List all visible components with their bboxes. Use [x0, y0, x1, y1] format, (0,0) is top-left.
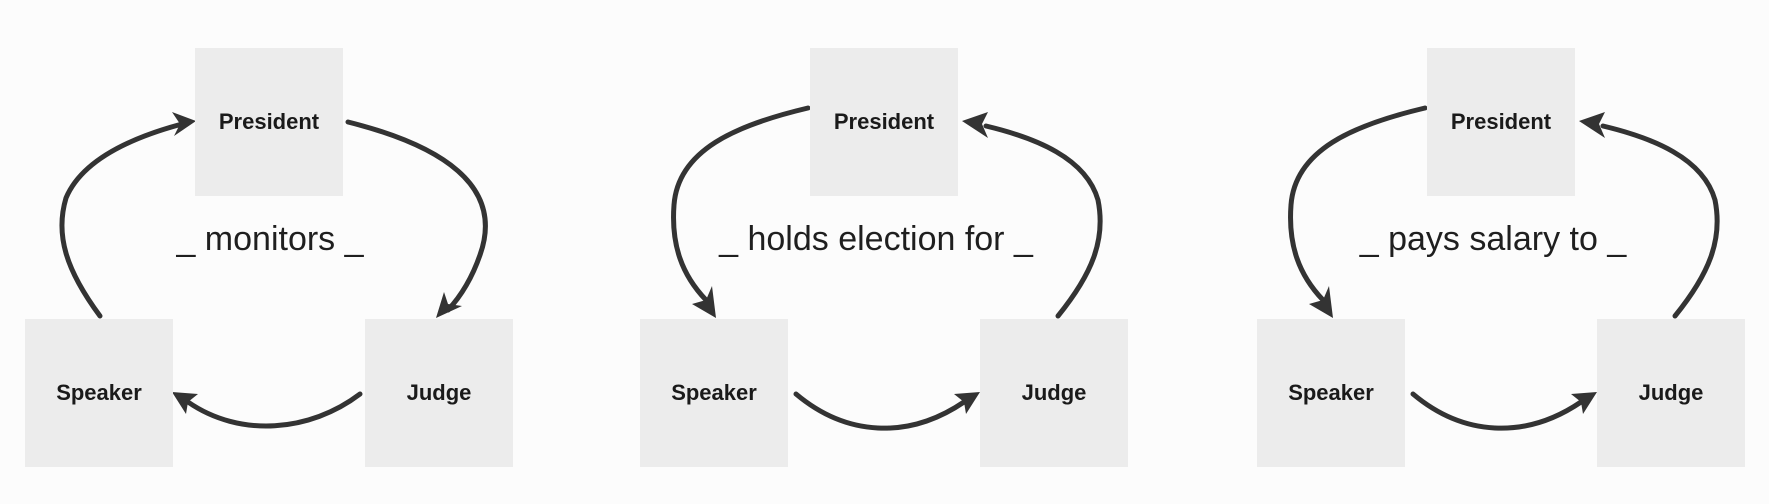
edge-judge-to-speaker	[185, 391, 363, 429]
node-president: President	[195, 48, 343, 196]
arrowhead-icon	[962, 112, 988, 138]
node-speaker: Speaker	[640, 319, 788, 467]
relation-label: _ monitors _	[176, 220, 364, 258]
arrowhead-icon	[1309, 286, 1333, 318]
node-speaker: Speaker	[1257, 319, 1405, 467]
diagram-arrows	[1288, 105, 1720, 431]
node-president: President	[1427, 48, 1575, 196]
arrowhead-icon	[436, 292, 462, 318]
arrowhead-icon	[172, 392, 198, 414]
arrowhead-icon	[954, 392, 980, 414]
edge-speaker-to-president	[59, 121, 185, 319]
arrowhead-icon	[692, 286, 716, 318]
arrowhead-icon	[1579, 112, 1605, 138]
relation-label: _ pays salary to _	[1359, 220, 1627, 258]
edge-judge-to-president	[1600, 123, 1720, 319]
relation-label: _ holds election for _	[719, 220, 1033, 258]
diagram-holds-election: President Speaker Judge _ holds election…	[616, 0, 1136, 504]
node-judge: Judge	[980, 319, 1128, 467]
diagram-monitors: President Speaker Judge _ monitors _	[0, 0, 520, 504]
arrowhead-icon	[1571, 392, 1597, 414]
edge-president-to-speaker	[1288, 105, 1428, 303]
edge-judge-to-president	[983, 123, 1103, 319]
edge-speaker-to-judge	[1410, 391, 1584, 431]
edge-speaker-to-judge	[793, 391, 967, 431]
arrowhead-icon	[172, 112, 196, 136]
node-judge: Judge	[1597, 319, 1745, 467]
node-judge: Judge	[365, 319, 513, 467]
edge-president-to-judge	[345, 119, 488, 313]
edge-president-to-speaker	[671, 105, 811, 303]
diagram-arrows	[671, 105, 1103, 431]
node-speaker: Speaker	[25, 319, 173, 467]
diagram-pays-salary: President Speaker Judge _ pays salary to…	[1233, 0, 1753, 504]
node-president: President	[810, 48, 958, 196]
diagram-arrows	[59, 112, 488, 429]
